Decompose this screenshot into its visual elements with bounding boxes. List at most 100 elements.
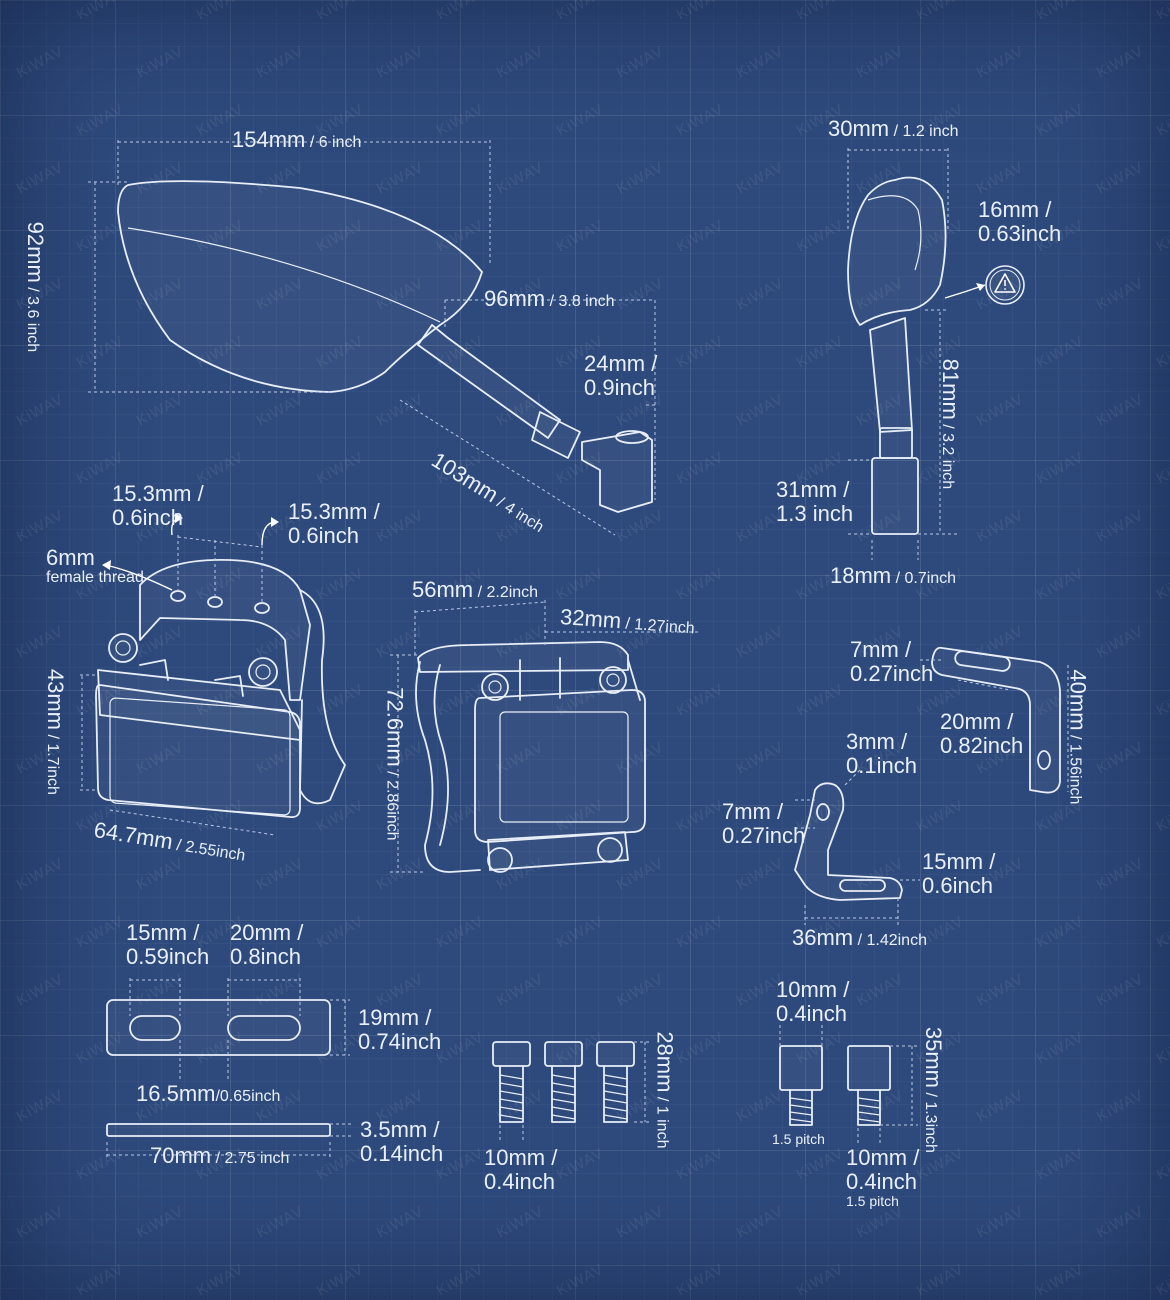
watermark-text: KiWAV xyxy=(0,681,7,720)
plate-slot-2 xyxy=(227,1015,301,1041)
clamp-b-lower xyxy=(487,831,629,871)
watermark-text: KiWAV xyxy=(0,913,7,952)
watermark-text: KiWAV xyxy=(14,971,67,1010)
plate-height-in: 0.74inch xyxy=(358,1028,442,1054)
watermark-text: KiWAV xyxy=(74,1145,127,1184)
plate-length-mm: 70mm xyxy=(150,1143,212,1168)
watermark-text: KiWAV xyxy=(554,565,607,604)
watermark-text: KiWAV xyxy=(734,1203,787,1242)
watermark-text: KiWAV xyxy=(254,391,307,430)
plate-thick-in: 0.14inch xyxy=(360,1140,444,1166)
watermark-text: KiWAV xyxy=(614,159,667,198)
watermark-text: KiWAV xyxy=(674,333,727,372)
mirror-stem xyxy=(417,324,561,439)
clamp-b-depth-mm: 32mm xyxy=(559,604,623,634)
mirror-head-outline xyxy=(117,180,483,393)
plate-drawing xyxy=(106,999,331,1137)
watermark-text: KiWAV xyxy=(734,1087,787,1126)
watermark-text: KiWAV xyxy=(14,1203,67,1242)
plate-length-label: 70mm / 2.75 inch xyxy=(150,1144,289,1168)
watermark-text: KiWAV xyxy=(854,971,907,1010)
bracket-l-slot-in: 0.27inch xyxy=(850,660,934,686)
clamp-b-drawing xyxy=(415,641,646,873)
watermark-text: KiWAV xyxy=(134,43,187,82)
watermark-text: KiWAV xyxy=(254,1203,307,1242)
spacer-height-in: / 1.3inch xyxy=(921,1092,939,1153)
watermark-text: KiWAV xyxy=(14,159,67,198)
bracket-z-hole-mm: 7mm / xyxy=(722,799,784,824)
bolt-length-label: 28mm / 1 inch xyxy=(652,1031,678,1148)
watermark-text: KiWAV xyxy=(674,1145,727,1184)
watermark-text: KiWAV xyxy=(914,797,967,836)
mirror-base-label: 24mm /0.9inch xyxy=(584,352,657,400)
bracket-z-thick-mm: 3mm / xyxy=(846,729,908,754)
clamp-b-bolt-right xyxy=(599,666,627,694)
watermark-text: KiWAV xyxy=(1094,623,1147,662)
mirror-height-label: 92mm / 3.6 inch xyxy=(23,222,48,353)
spacers-drawing xyxy=(779,1045,891,1126)
watermark-text: KiWAV xyxy=(1094,159,1147,198)
watermark-text: KiWAV xyxy=(494,971,547,1010)
mirror-side-adapter xyxy=(871,457,919,535)
watermark-text: KiWAV xyxy=(614,1203,667,1242)
mirror-side-view xyxy=(847,176,947,535)
watermark-text: KiWAV xyxy=(794,1261,847,1300)
spacer-1 xyxy=(779,1045,823,1126)
adapter-width-in: / 0.7inch xyxy=(895,570,957,587)
mirror-side-nut xyxy=(879,427,913,459)
watermark-text: KiWAV xyxy=(1154,797,1170,836)
watermark-text: KiWAV xyxy=(614,971,667,1010)
watermark-text: KiWAV xyxy=(1154,101,1170,140)
watermark-text: KiWAV xyxy=(794,217,847,256)
watermark-text: KiWAV xyxy=(1154,1029,1170,1068)
watermark-text: KiWAV xyxy=(1094,971,1147,1010)
bracket-z-length-mm: 36mm xyxy=(792,925,854,950)
bracket-l-slot-label: 7mm /0.27inch xyxy=(850,638,933,686)
clamp-a-hole-3 xyxy=(254,602,270,614)
watermark-text: KiWAV xyxy=(674,217,727,256)
mirror-side-inner xyxy=(867,195,922,271)
clamp-a-bolt-right xyxy=(248,657,278,687)
watermark-text: KiWAV xyxy=(314,1145,367,1184)
bracket-z-body xyxy=(794,782,903,901)
watermark-text: KiWAV xyxy=(794,1145,847,1184)
watermark-text: KiWAV xyxy=(494,1087,547,1126)
watermark-text: KiWAV xyxy=(134,1203,187,1242)
clamp-a-height-mm: 43mm xyxy=(42,668,68,730)
watermark-text: KiWAV xyxy=(374,391,427,430)
watermark-text: KiWAV xyxy=(974,971,1027,1010)
bolt-length-mm: 28mm xyxy=(652,1031,678,1093)
clamp-b-dims xyxy=(390,600,700,873)
watermark-text: KiWAV xyxy=(314,913,367,952)
watermark-text: KiWAV xyxy=(74,333,127,372)
bracket-l-len-mm: 20mm / xyxy=(940,709,1014,734)
watermark-text: KiWAV xyxy=(1034,913,1087,952)
bracket-z-foot-in: 0.6inch xyxy=(922,872,993,898)
adapter-in: 1.3 inch xyxy=(776,500,854,526)
clamp-b-height-in: / 2.86inch xyxy=(383,771,401,841)
spacer-bottom-mm: 10mm / xyxy=(846,1145,920,1170)
plate-side-view xyxy=(106,1123,331,1137)
watermark-text: KiWAV xyxy=(434,1029,487,1068)
watermark-text: KiWAV xyxy=(194,1261,247,1300)
watermark-text: KiWAV xyxy=(1154,449,1170,488)
watermark-text: KiWAV xyxy=(254,43,307,82)
watermark-text: KiWAV xyxy=(1154,565,1170,604)
watermark-text: KiWAV xyxy=(314,0,367,24)
watermark-text: KiWAV xyxy=(374,507,427,546)
watermark-text: KiWAV xyxy=(974,1087,1027,1126)
watermark-text: KiWAV xyxy=(1154,913,1170,952)
watermark-text: KiWAV xyxy=(554,1261,607,1300)
bracket-z-thick-in: 0.1inch xyxy=(846,752,917,778)
side-width-mm: 30mm xyxy=(828,116,890,141)
adapter-width-mm: 18mm xyxy=(830,563,892,588)
bracket-l-len-in: 0.82inch xyxy=(940,732,1024,758)
watermark-text: KiWAV xyxy=(1154,217,1170,256)
watermark-text: KiWAV xyxy=(674,449,727,488)
bracket-z-hole-label: 7mm /0.27inch xyxy=(722,800,805,848)
bracket-l-height-label: 40mm / 1.56inch xyxy=(1065,669,1090,804)
bracket-z-hole xyxy=(816,803,830,821)
warning-triangle-icon xyxy=(985,265,1025,305)
watermark-text: KiWAV xyxy=(674,681,727,720)
bolts-dims xyxy=(499,1041,652,1140)
